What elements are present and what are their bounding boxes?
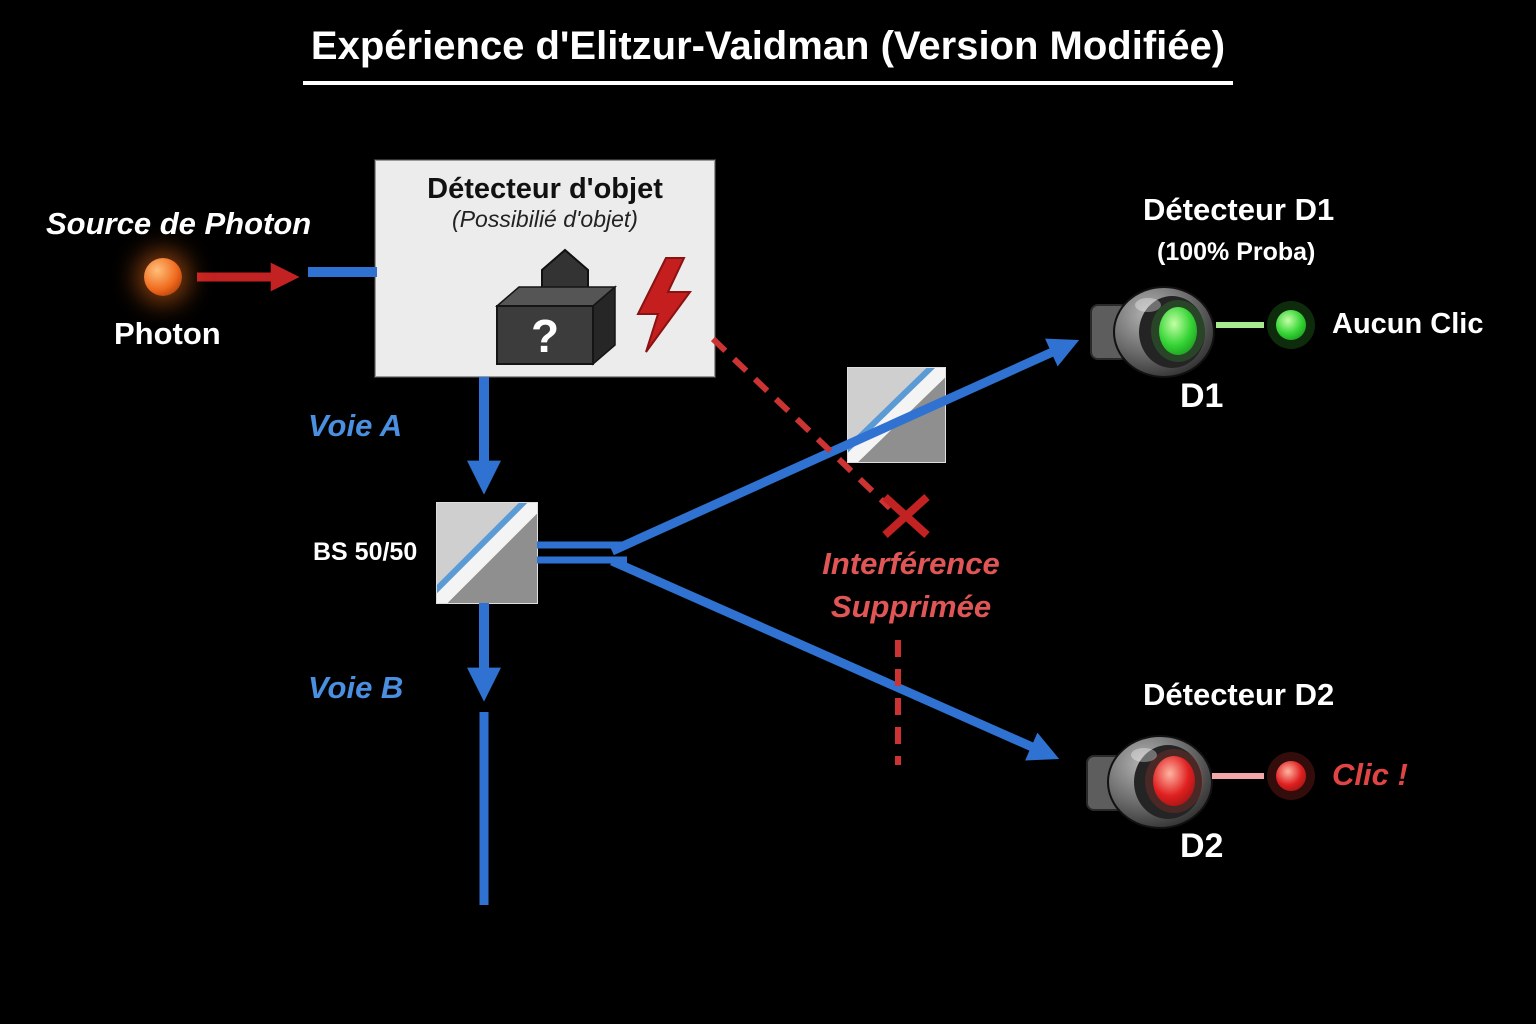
object-detector-subtitle: (Possibilié d'objet) — [452, 206, 638, 232]
interference-label: Interférence Supprimée — [806, 542, 1016, 629]
question-mark: ? — [531, 310, 559, 362]
dashed-red-diagonal — [710, 336, 893, 511]
beamsplitter-bs1-icon — [436, 502, 538, 604]
diagram-title-wrap: Expérience d'Elitzur-Vaidman (Version Mo… — [0, 24, 1536, 85]
beamsplitter-label: BS 50/50 — [313, 538, 418, 566]
beam-to-d1 — [610, 338, 1080, 556]
lightning-bolt-icon — [636, 257, 692, 353]
detector-d2-icon — [1086, 735, 1315, 829]
interference-line2: Supprimée — [830, 589, 992, 625]
detector-d1-result: Aucun Clic — [1332, 308, 1484, 340]
detector-d1-label: D1 — [1180, 377, 1224, 415]
photon-label: Photon — [114, 316, 221, 351]
mystery-object-icon: ? — [494, 248, 618, 366]
detector-d2-result: Clic ! — [1332, 757, 1408, 792]
detector-d1-icon — [1090, 286, 1315, 378]
red-x-mark — [882, 494, 930, 538]
beam-double-line — [537, 541, 627, 564]
beamsplitter-bs2-icon — [847, 367, 946, 463]
detector-d1-subtitle: (100% Proba) — [1157, 238, 1316, 266]
photon-source-label: Source de Photon — [46, 206, 312, 241]
diagram-title: Expérience d'Elitzur-Vaidman (Version Mo… — [302, 24, 1234, 85]
beam-to-d2 — [610, 556, 1060, 761]
path-b-label: Voie B — [308, 670, 404, 705]
photon-icon — [144, 258, 182, 296]
red-status-dot — [1276, 761, 1306, 791]
detector-d2-label: D2 — [1180, 827, 1224, 865]
green-status-dot — [1276, 310, 1306, 340]
detector-d1-title: Détecteur D1 — [1143, 192, 1335, 227]
detector-d2-title: Détecteur D2 — [1143, 677, 1335, 712]
object-detector-title: Détecteur d'objet — [427, 173, 663, 205]
interference-line1: Interférence — [822, 546, 1000, 581]
path-a-label: Voie A — [308, 408, 403, 443]
